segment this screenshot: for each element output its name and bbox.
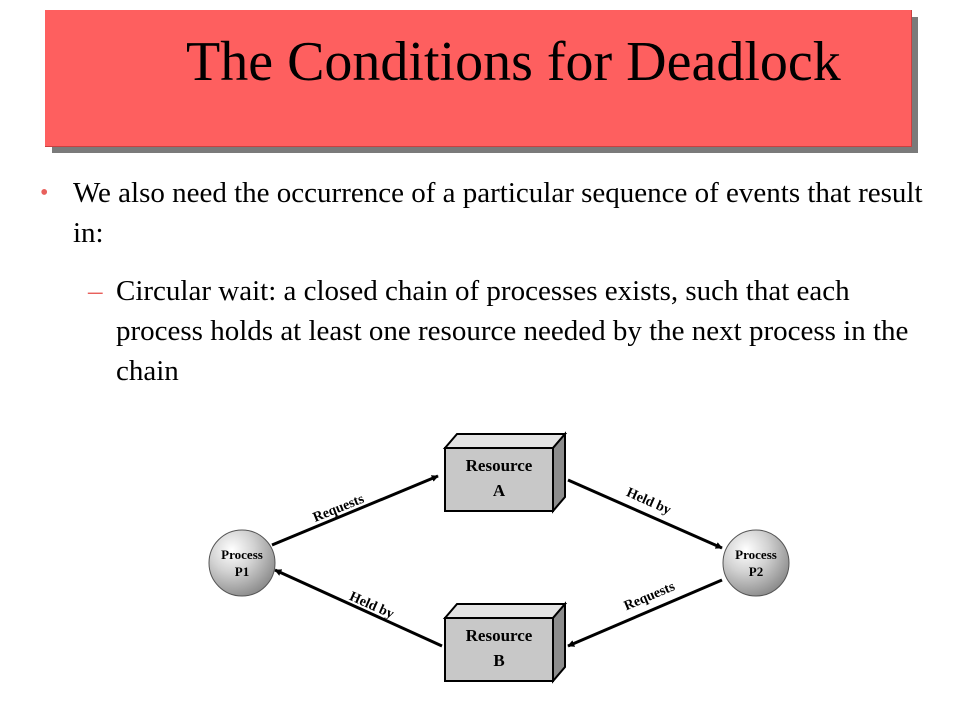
edge-a-held-by-p2 — [567, 478, 723, 550]
sub-bullet-text: Circular wait: a closed chain of process… — [116, 275, 909, 387]
resource-a-node: Resource A — [442, 431, 568, 514]
edge-label-p2-b: Requests — [622, 579, 678, 614]
resource-b-label: Resource — [466, 626, 533, 645]
edge-label-b-p1: Held by — [347, 589, 396, 622]
edge-label-a-p2: Held by — [624, 485, 673, 518]
bullet-text: We also need the occurrence of a particu… — [73, 177, 923, 249]
title-bar — [45, 10, 912, 147]
process-p1-node: Process P1 — [208, 529, 276, 597]
resource-b-node: Resource B — [442, 601, 568, 684]
resource-a-id: A — [493, 481, 506, 500]
sub-bullet-marker: – — [88, 275, 103, 307]
process-p2-id: P2 — [749, 564, 763, 579]
process-p1-label: Process — [221, 547, 263, 562]
edge-b-held-by-p1 — [274, 568, 443, 648]
edge-label-p1-a: Requests — [311, 492, 367, 526]
slide-title: The Conditions for Deadlock — [186, 31, 841, 93]
bullet-marker: • — [40, 180, 49, 206]
resource-b-id: B — [493, 651, 504, 670]
process-p2-node: Process P2 — [722, 529, 790, 597]
resource-a-label: Resource — [466, 456, 533, 475]
edge-p1-requests-a — [271, 474, 439, 547]
edge-p2-requests-b — [567, 578, 723, 648]
process-p1-id: P1 — [235, 564, 249, 579]
process-p2-label: Process — [735, 547, 777, 562]
